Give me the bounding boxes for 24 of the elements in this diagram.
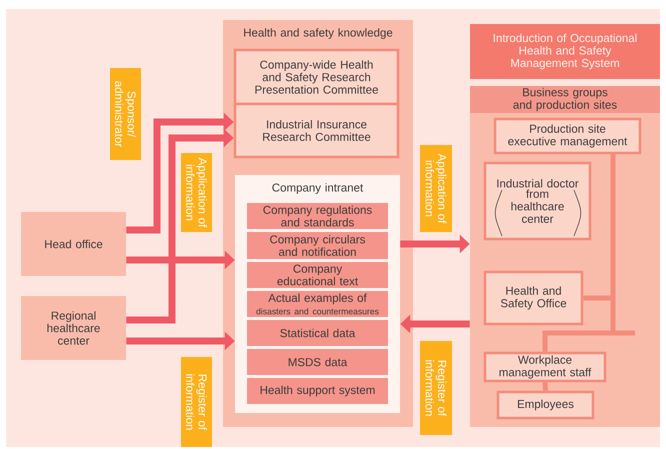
connector-line: [542, 382, 548, 391]
content-item: Statistical data: [247, 320, 388, 346]
committee-box: Company-wide Health and Safety Research Presentation Committee: [234, 48, 400, 106]
role-box: Employees: [496, 390, 594, 420]
role-box: Industrial doctor from healthcare center: [484, 162, 592, 240]
system-banner: Introduction of Occupational Health and Safety Management System: [470, 24, 660, 79]
label-tag: Application of information: [420, 145, 452, 232]
office-box: Head office: [21, 212, 126, 276]
role-box: Workplace management staff: [484, 352, 606, 382]
role-box: Production site executive management: [494, 118, 642, 154]
label-tag: Register of information: [181, 356, 212, 447]
content-item: Company circulars and notification: [247, 232, 388, 259]
label-tag: Register of information: [420, 340, 452, 435]
content-item: MSDS data: [247, 348, 388, 375]
content-item: Actual examples of disasters and countermeasures: [247, 291, 388, 317]
connector-line: [542, 154, 616, 352]
role-box: Health and Safety Office: [484, 270, 584, 326]
label-tag: Application of information: [181, 153, 212, 232]
content-item: Company regulations and standards: [247, 202, 388, 229]
label-tag: Sponsor/ administrator: [110, 68, 141, 160]
committee-box: Industrial Insurance Research Committee: [234, 102, 400, 158]
content-item: Health support system: [247, 378, 388, 404]
office-box: Regional healthcare center: [21, 296, 126, 360]
content-item: Company educational text: [247, 262, 388, 288]
